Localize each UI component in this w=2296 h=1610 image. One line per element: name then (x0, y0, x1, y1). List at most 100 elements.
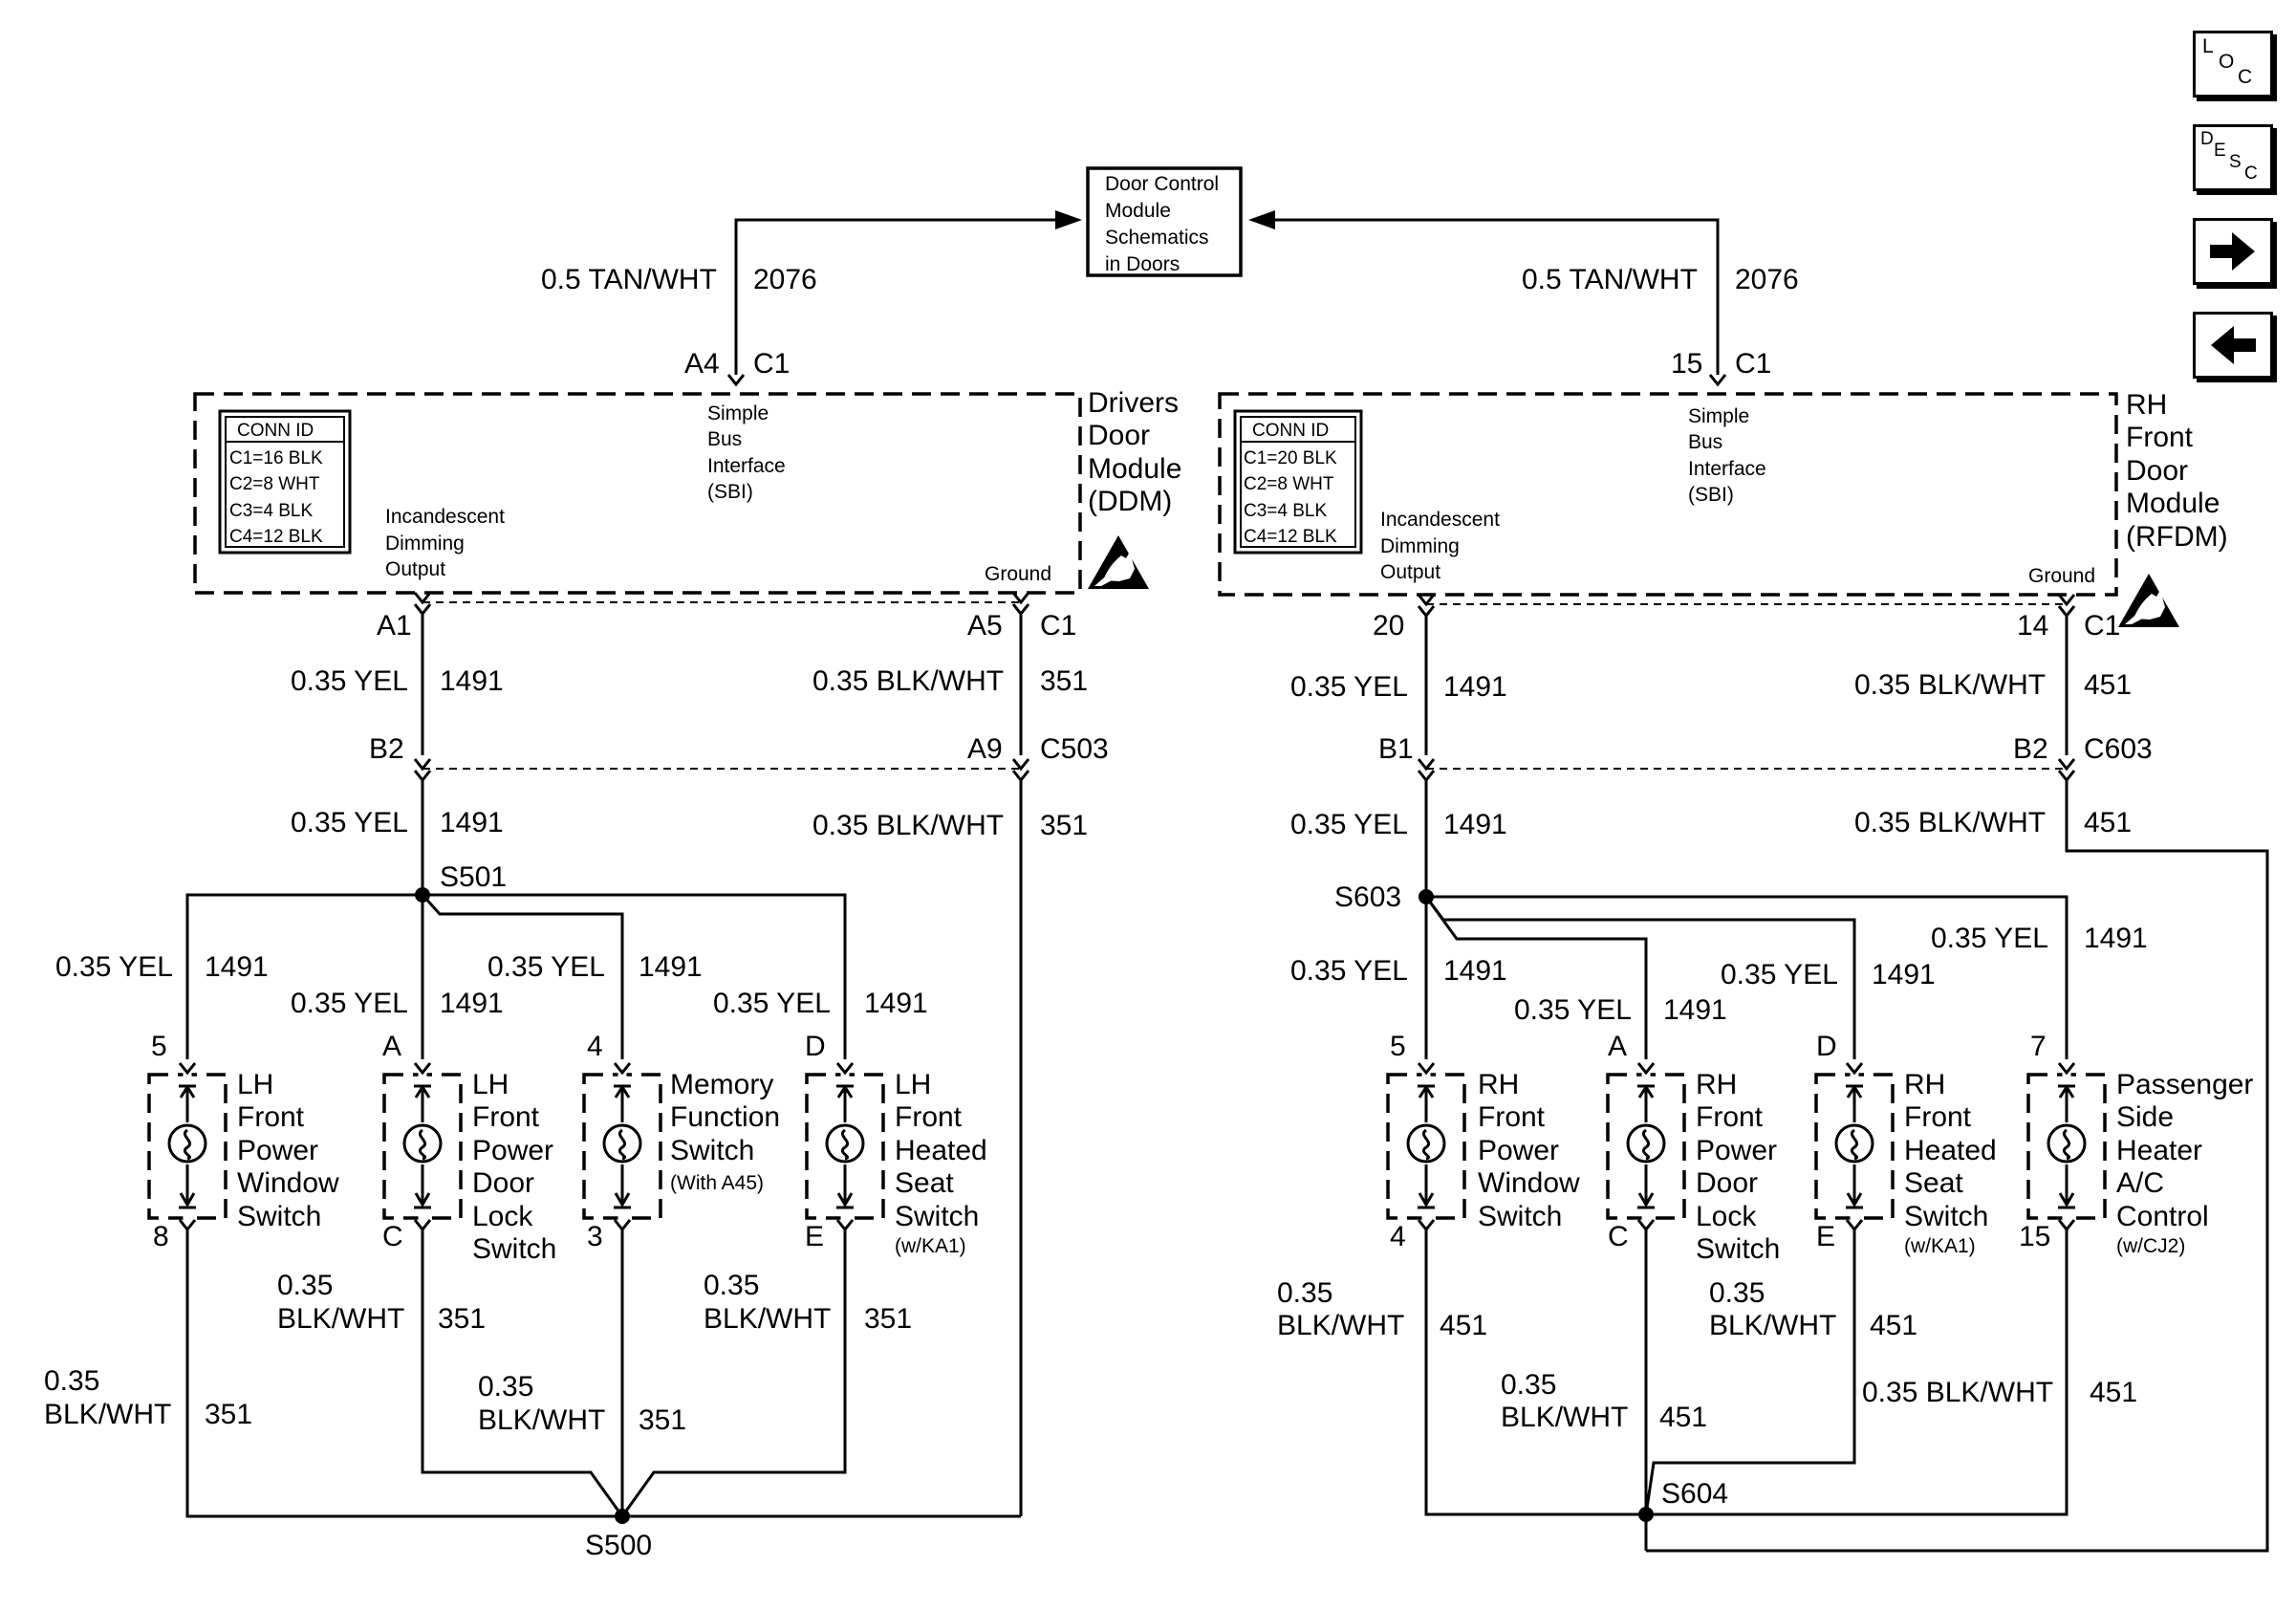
ddm-sw1-name-4: Window (237, 1167, 339, 1199)
rfdm-conn-id-row-2: C2=8 WHT (1244, 474, 1334, 494)
ddm-sbi-2: Bus (707, 428, 742, 450)
ddm-sw3-circuit: 1491 (639, 951, 703, 983)
rfdm-name-5: (RFDM) (2126, 521, 2228, 553)
rfdm-circuit-1491-b: 1491 (1443, 809, 1507, 840)
rfdm-pin-b1: B1 (1378, 733, 1414, 765)
rfdm-sw2-pin-top: A (1608, 1031, 1627, 1062)
rfdm-sw1-wire: 0.35 YEL (1290, 955, 1408, 987)
ddm-sw4-bot-gauge: 0.35 (704, 1270, 759, 1301)
ddm-sw3-note: (With A45) (670, 1172, 764, 1194)
rfdm-sw3-circuit: 1491 (1872, 959, 1936, 990)
rfdm-circuit-451-a: 451 (2084, 669, 2132, 701)
door-control-module-box (1086, 166, 1243, 277)
ddm-sw1-bot-color: BLK/WHT (44, 1399, 171, 1430)
ddm-sw1-pin-top: 5 (151, 1031, 167, 1062)
rfdm-sw4-name-2: Side (2116, 1101, 2174, 1133)
rfdm-sw4-circuit: 1491 (2084, 923, 2148, 954)
ddm-name-3: Module (1088, 453, 1181, 485)
ddm-ground-label: Ground (985, 563, 1051, 585)
desc-letter-s: S (2229, 152, 2242, 172)
rfdm-sw2-bot-gauge: 0.35 (1501, 1369, 1556, 1401)
rfdm-sw2-name-3: Power (1696, 1135, 1777, 1166)
ddm-switch-3: 0.35 YEL 1491 4 3 Memory Function Switch… (487, 951, 780, 1252)
rfdm-sw1-name-3: Power (1478, 1135, 1559, 1166)
rfdm-sbi-4: (SBI) (1688, 484, 1734, 506)
desc-letter-e: E (2214, 141, 2226, 161)
ddm-sw1-name-2: Front (237, 1101, 305, 1133)
ddm-conn-id-row-4: C4=12 BLK (229, 527, 323, 547)
ddm-circuit-351-a: 351 (1040, 665, 1088, 697)
rfdm-sw1-name-1: RH (1478, 1069, 1519, 1100)
ddm-sbi-3: Interface (707, 455, 786, 477)
rfdm-sw1-bot-circuit: 451 (1440, 1310, 1487, 1341)
ddm-name-4: (DDM) (1088, 486, 1172, 517)
rfdm-module-outline (1218, 392, 2118, 597)
rfdm-sw3-name-5: Switch (1904, 1201, 1988, 1232)
rfdm-sw3-bot-circuit: 451 (1870, 1310, 1917, 1341)
desc-letter-d: D (2200, 129, 2214, 149)
ddm-sw4-pin-top: D (805, 1031, 826, 1062)
rfdm-switch-4: 0.35 YEL 1491 7 15 Passenger Side Heater… (1931, 923, 2253, 1257)
back-button[interactable] (2193, 312, 2273, 379)
ddm-sw3-bot-color: BLK/WHT (478, 1404, 605, 1436)
ddm-pin-a4: A4 (684, 348, 720, 380)
rfdm-circuit-451-b: 451 (2084, 807, 2132, 838)
rfdm-switch-2: 0.35 YEL 1491 A C RH Front Power Door Lo… (1514, 994, 1780, 1265)
location-button[interactable]: L O C (2193, 31, 2273, 98)
rfdm-sw2-circuit: 1491 (1663, 994, 1727, 1026)
ddm-wire-blk-1: 0.35 BLK/WHT (812, 665, 1004, 697)
rfdm-conn-id-row-3: C3=4 BLK (1244, 501, 1327, 521)
loc-letter-o: O (2219, 51, 2235, 73)
rfdm-sw3-name-3: Heated (1904, 1135, 1997, 1166)
rfdm-dimming-3: Output (1380, 561, 1440, 583)
ddm-sw3-name-2: Function (670, 1101, 780, 1133)
ddm-switch-2: 0.35 YEL 1491 A C LH Front Power Door Lo… (291, 988, 556, 1265)
dcm-line-3: Schematics (1105, 227, 1209, 249)
dcm-line-2: Module (1105, 200, 1171, 222)
rfdm-splice-s604-label: S604 (1661, 1478, 1728, 1510)
ddm-sw2-wire: 0.35 YEL (291, 988, 408, 1019)
description-button[interactable]: D E S C (2193, 124, 2273, 191)
rfdm-dimming-1: Incandescent (1380, 509, 1500, 531)
rfdm-name-2: Front (2126, 422, 2194, 453)
rfdm-conn-c603: C603 (2084, 733, 2153, 765)
rfdm-sw1-name-4: Window (1478, 1167, 1580, 1199)
ddm-sw1-name-5: Switch (237, 1201, 321, 1232)
ddm-dimming-3: Output (385, 558, 445, 580)
rfdm-sw2-name-4: Door (1696, 1167, 1758, 1199)
rfdm-dimming-2: Dimming (1380, 535, 1460, 557)
rfdm-sw3-bot-color: BLK/WHT (1709, 1310, 1836, 1341)
ddm-sw1-bot-circuit: 351 (205, 1399, 252, 1430)
ddm-sw4-name-3: Heated (895, 1135, 987, 1166)
rfdm-sw4-note: (w/CJ2) (2116, 1235, 2185, 1257)
splice-s500 (615, 1509, 630, 1524)
rfdm-top-wire-gauge: 0.5 TAN/WHT (1522, 264, 1698, 295)
forward-button[interactable] (2193, 218, 2273, 285)
rfdm-sw2-name-5: Lock (1696, 1201, 1757, 1232)
ddm-circuit-1491-a: 1491 (440, 665, 504, 697)
ddm-sw4-bot-circuit: 351 (864, 1303, 912, 1335)
rfdm-sw3-note: (w/KA1) (1904, 1235, 1976, 1257)
ddm-module-outline (193, 392, 1082, 595)
rfdm-sw4-bot-circuit: 451 (2090, 1377, 2137, 1408)
rfdm-top-wire-circuit: 2076 (1735, 264, 1799, 295)
ddm-sw4-bot-color: BLK/WHT (704, 1303, 831, 1335)
ddm-pin-b2: B2 (369, 733, 404, 765)
rfdm-sw2-name-2: Front (1696, 1101, 1764, 1133)
left-arrow-icon (2211, 326, 2256, 364)
ddm-pin-a9: A9 (967, 733, 1003, 765)
rfdm-conn-id-row-4: C4=12 BLK (1244, 527, 1337, 547)
loc-letter-l: L (2202, 35, 2214, 57)
ddm-sw4-name-4: Seat (895, 1167, 954, 1199)
rfdm-sw2-pin-bot: C (1608, 1221, 1629, 1252)
ddm-sw3-pin-top: 4 (587, 1031, 603, 1062)
dcm-line-1: Door Control (1105, 173, 1219, 195)
ddm-switch-1: 0.35 YEL 1491 5 8 LH Front Power Window … (55, 951, 339, 1252)
ddm-circuit-351-b: 351 (1040, 810, 1088, 841)
ddm-sw2-name-4: Door (472, 1167, 534, 1199)
ddm-circuit-1491-b: 1491 (440, 807, 504, 838)
rfdm-sw4-name-4: A/C (2116, 1167, 2164, 1199)
rfdm-sw2-name-1: RH (1696, 1069, 1737, 1100)
rfdm-switch-1: 0.35 YEL 1491 5 4 RH Front Power Window … (1290, 955, 1580, 1252)
